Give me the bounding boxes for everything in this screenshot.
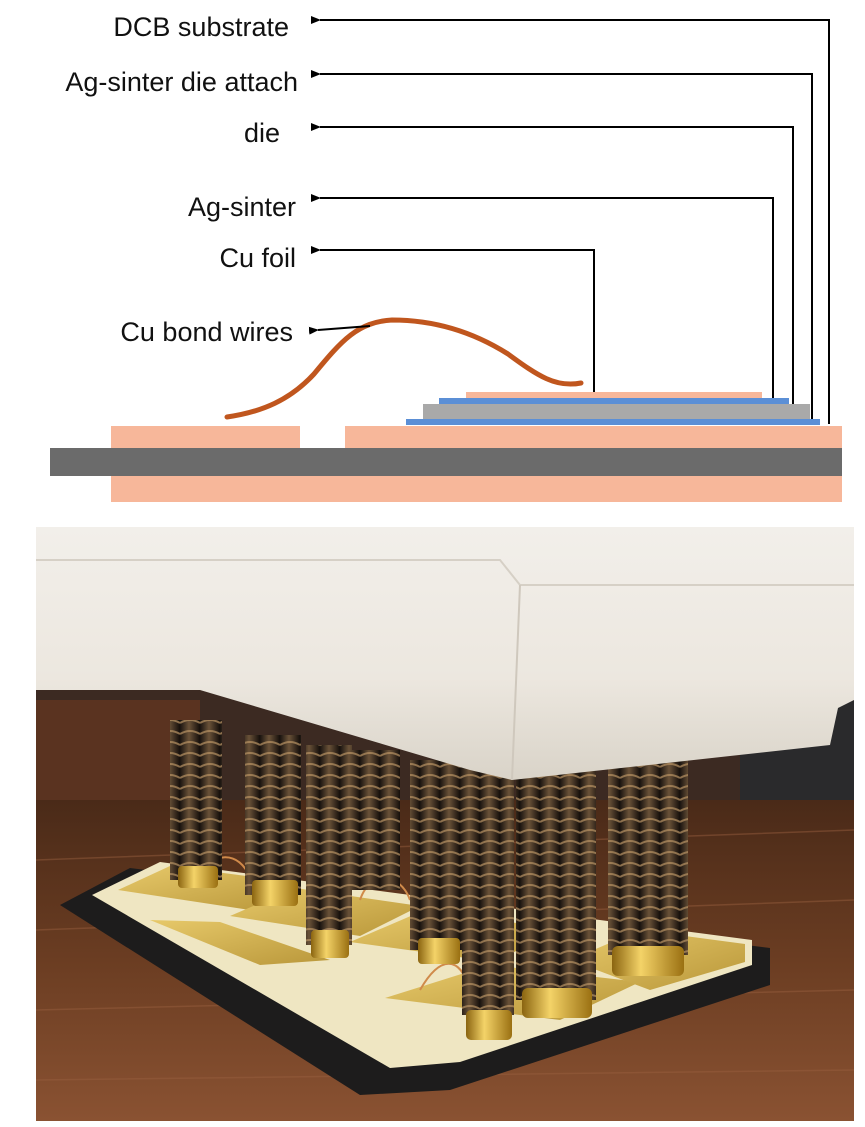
leader-die: [311, 123, 794, 404]
label-die: die: [244, 118, 280, 148]
ceramic-layer: [50, 448, 842, 476]
leader-dcb-substrate: [311, 16, 830, 424]
cu-foil-layer: [466, 392, 762, 398]
label-ag-sinter-die-attach: Ag-sinter die attach: [65, 67, 298, 97]
leader-ag-sinter: [311, 194, 774, 398]
cross-section-diagram: DCB substrate Ag-sinter die attach die A…: [50, 12, 842, 502]
bottom-copper-layer: [111, 476, 842, 502]
label-ag-sinter: Ag-sinter: [188, 192, 296, 222]
top-copper-pad-left: [111, 426, 300, 448]
ag-sinter-layer: [439, 398, 789, 404]
leader-cu-foil: [311, 246, 595, 392]
leader-cu-bond-wires: [308, 325, 371, 335]
label-cu-bond-wires: Cu bond wires: [120, 317, 293, 347]
die-layer: [423, 404, 810, 419]
leader-ag-sinter-die-attach: [311, 70, 813, 419]
label-dcb-substrate: DCB substrate: [113, 12, 289, 42]
label-cu-foil: Cu foil: [219, 243, 296, 273]
module-photo: [36, 527, 854, 1121]
white-fixture-block: [36, 527, 854, 780]
cu-bond-wire: [224, 317, 584, 420]
top-copper-pad-right: [345, 426, 842, 448]
die-attach-layer: [406, 419, 820, 425]
